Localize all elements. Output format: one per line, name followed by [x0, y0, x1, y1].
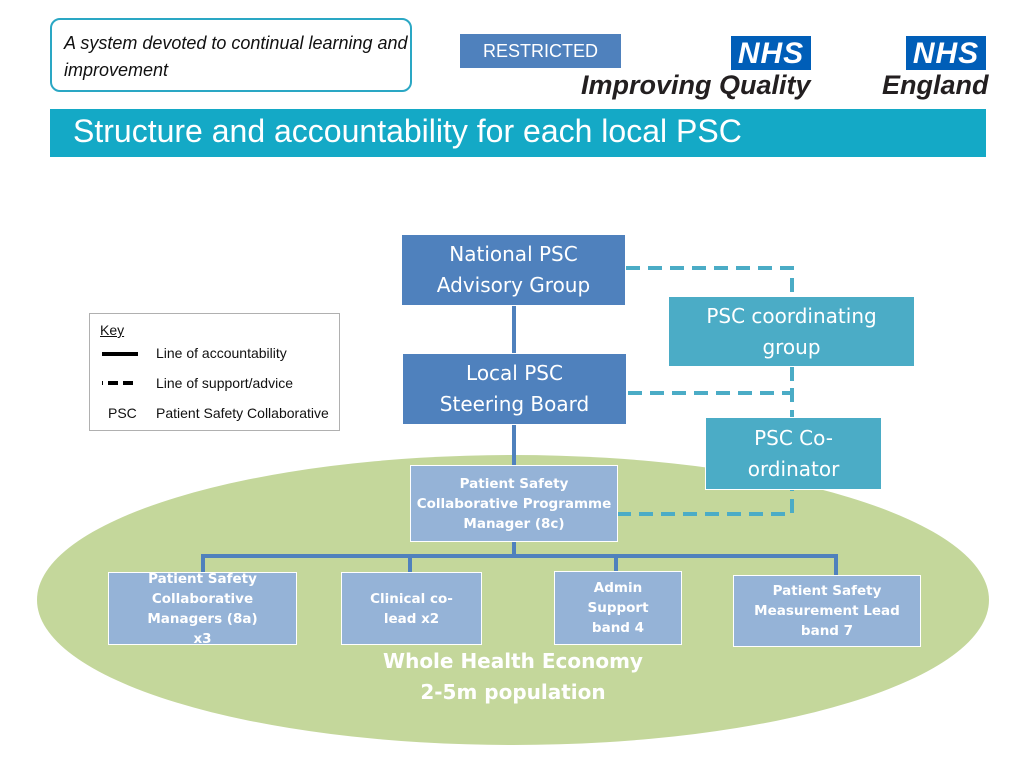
nhs-england-logo: NHS England — [880, 34, 990, 104]
programme-manager-box: Patient Safety Collaborative Programme M… — [410, 465, 618, 542]
national-advisory-group-box: National PSC Advisory Group — [401, 234, 626, 306]
clinical-co-lead-box: Clinical co-lead x2 — [341, 572, 482, 645]
title-banner — [50, 109, 986, 157]
psc-coordinator-box: PSC Co-ordinator — [705, 417, 882, 490]
legend-heading: Key — [100, 322, 125, 338]
nhs-badge: NHS — [731, 36, 811, 70]
box-label: Patient Safety Collaborative Programme M… — [416, 475, 612, 532]
box-label: Patient Safety Measurement Lead band 7 — [754, 583, 900, 639]
logo-subtitle: Improving Quality — [581, 70, 811, 100]
collaborative-managers-box: Patient Safety Collaborative Managers (8… — [108, 571, 297, 647]
legend-label: Line of accountability — [156, 345, 287, 361]
nhs-improving-quality-logo: NHS Improving Quality — [579, 34, 814, 104]
tagline-text: A system devoted to continual learning a… — [64, 33, 408, 80]
legend-abbreviation: PSC — [108, 405, 137, 421]
legend-key: Key Line of accountability Line of suppo… — [89, 313, 340, 431]
support-lines — [617, 266, 794, 516]
accountability-line-swatch — [102, 352, 138, 356]
steering-board-box: Local PSC Steering Board — [402, 353, 627, 425]
legend-label: Line of support/advice — [156, 375, 293, 391]
box-label: Local PSC Steering Board — [439, 361, 590, 416]
box-label: Clinical co-lead x2 — [370, 590, 453, 627]
admin-support-box: Admin Support band 4 — [554, 571, 682, 645]
box-label: PSC coordinating group — [706, 303, 877, 359]
economy-label: Whole Health Economy — [383, 649, 643, 673]
tagline-box: A system devoted to continual learning a… — [50, 18, 412, 92]
accountability-lines — [201, 305, 838, 576]
box-label: Patient Safety Collaborative Managers (8… — [147, 570, 258, 647]
box-label: PSC Co-ordinator — [747, 425, 840, 481]
logo-subtitle: England — [882, 70, 989, 100]
nhs-badge: NHS — [906, 36, 986, 70]
page-title: Structure and accountability for each lo… — [73, 113, 742, 149]
support-line-swatch — [102, 381, 138, 385]
measurement-lead-box: Patient Safety Measurement Lead band 7 — [733, 575, 921, 647]
restricted-badge: RESTRICTED — [460, 34, 621, 68]
population-label: 2-5m population — [420, 680, 606, 704]
whole-health-economy-ellipse — [37, 455, 989, 745]
box-label: National PSC Advisory Group — [436, 242, 591, 297]
box-label: Admin Support band 4 — [587, 580, 649, 636]
coordinating-group-box: PSC coordinating group — [668, 296, 915, 367]
legend-label: Patient Safety Collaborative — [156, 405, 329, 421]
